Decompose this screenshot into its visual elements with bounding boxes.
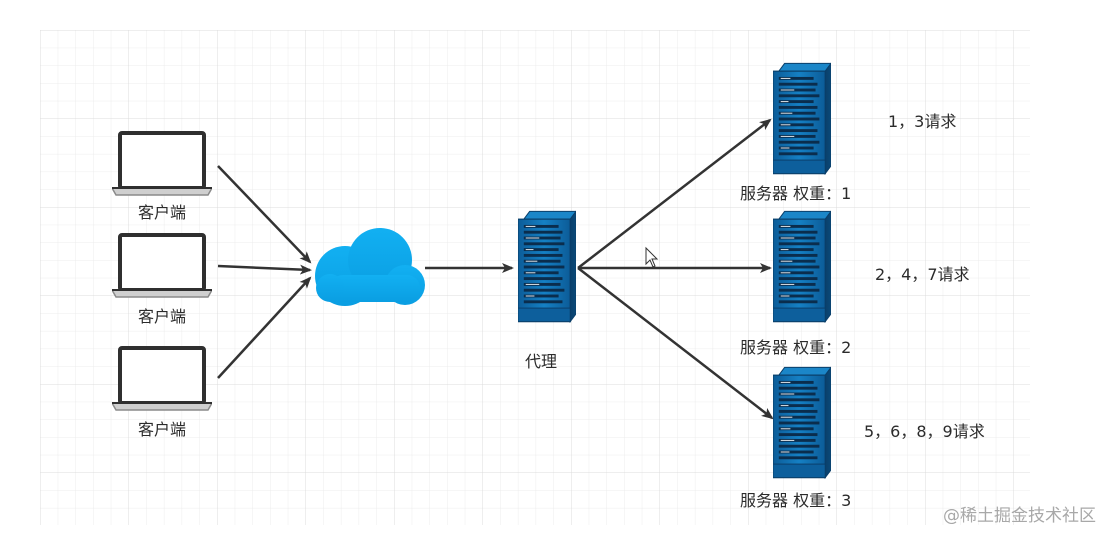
backend-server-icon-2	[773, 210, 831, 323]
client-laptop-icon-3	[112, 346, 212, 412]
server-label-3: 服务器 权重：3	[740, 491, 852, 510]
arrow-client1-to-cloud	[217, 165, 312, 264]
server-label-2: 服务器 权重：2	[740, 338, 852, 357]
arrow-proxy-to-server1	[577, 118, 772, 269]
server-requests-2: 2，4，7请求	[875, 265, 970, 284]
client-laptop-icon-2	[112, 233, 212, 299]
mouse-cursor-icon	[645, 246, 659, 268]
client-label-1: 客户端	[137, 203, 187, 222]
proxy-server-icon	[518, 210, 576, 323]
client-label-2: 客户端	[137, 307, 187, 326]
arrow-client3-to-cloud	[217, 276, 312, 379]
cloud-icon	[315, 228, 425, 306]
arrow-proxy-to-server3	[577, 267, 774, 420]
client-laptop-icon-1	[112, 131, 212, 197]
server-label-1: 服务器 权重：1	[740, 184, 852, 203]
arrow-client2-to-cloud	[217, 264, 312, 275]
backend-server-icon-3	[773, 366, 831, 479]
watermark: @稀土掘金技术社区	[943, 506, 1096, 526]
backend-server-icon-1	[773, 62, 831, 175]
client-label-3: 客户端	[137, 420, 187, 439]
server-requests-3: 5，6，8，9请求	[864, 422, 985, 441]
proxy-label: 代理	[524, 352, 558, 371]
server-requests-1: 1，3请求	[888, 112, 957, 131]
